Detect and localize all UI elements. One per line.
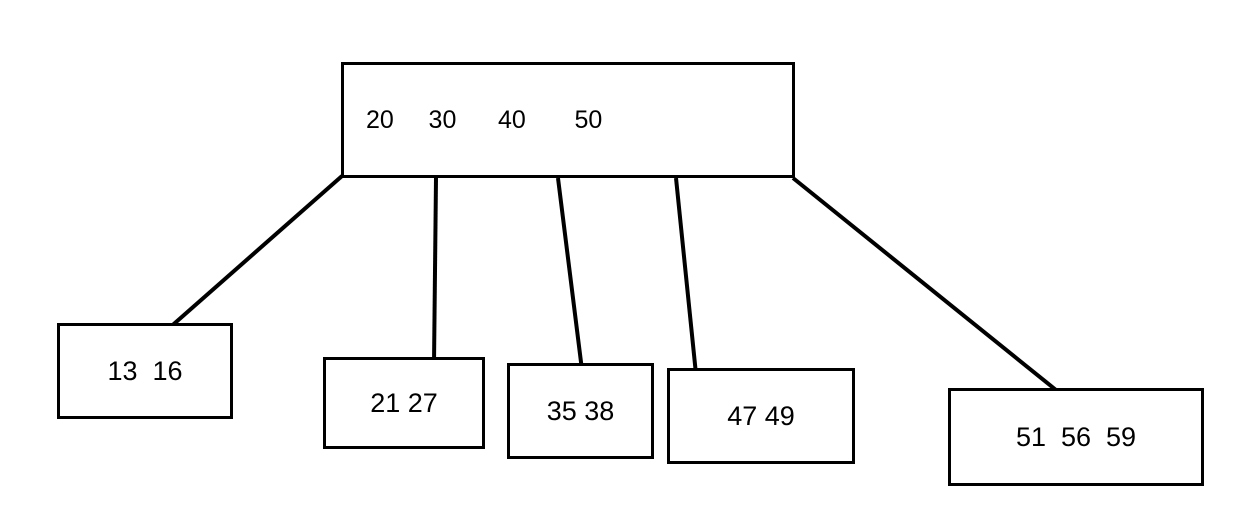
leaf-node-5-keys: 51 56 59	[1015, 421, 1137, 452]
root-node[interactable]: 20 30 40 50	[341, 62, 795, 178]
leaf-node-4[interactable]: 47 49	[667, 368, 855, 464]
leaf-node-2-keys: 21 27	[370, 387, 438, 418]
leaf-node-2[interactable]: 21 27	[323, 357, 485, 449]
edge-root-to-leaf-2	[432, 177, 438, 365]
edge-root-to-leaf-5	[791, 176, 1058, 392]
leaf-node-1-keys: 13 16	[107, 355, 183, 386]
edge-root-to-leaf-3	[556, 177, 584, 371]
root-node-keys: 20 30 40 50	[366, 105, 603, 134]
leaf-node-3[interactable]: 35 38	[507, 363, 654, 459]
edge-root-to-leaf-1	[165, 174, 344, 332]
leaf-node-1[interactable]: 13 16	[57, 323, 233, 419]
leaf-node-4-keys: 47 49	[727, 400, 795, 431]
leaf-node-3-keys: 35 38	[546, 395, 615, 426]
leaf-node-5[interactable]: 51 56 59	[948, 388, 1204, 486]
edge-root-to-leaf-4	[674, 177, 699, 385]
